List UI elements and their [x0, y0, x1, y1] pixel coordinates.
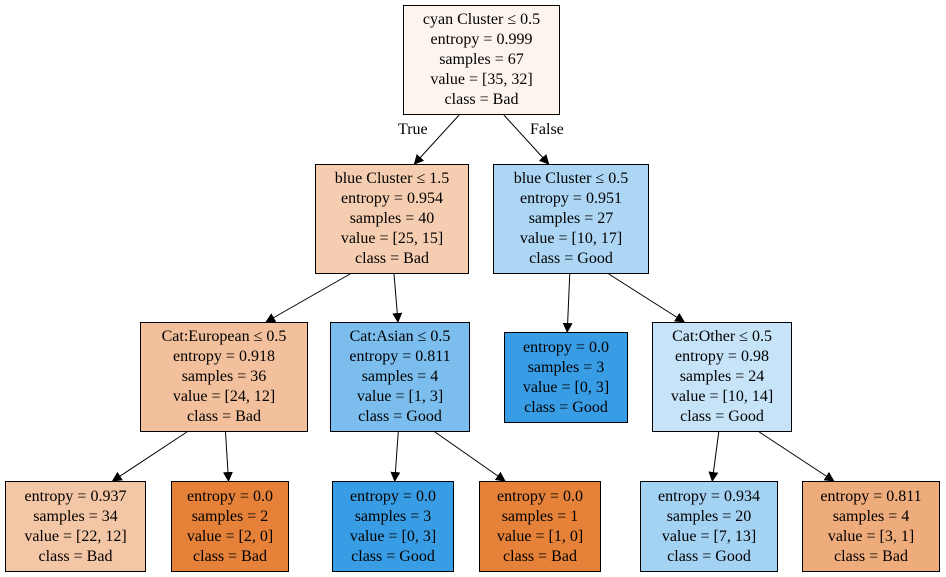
- tree-node-n5: entropy = 0.0 samples = 3 value = [0, 3] cl…: [504, 332, 628, 423]
- node-line: class = Bad: [834, 547, 908, 565]
- node-line: samples = 4: [361, 368, 439, 385]
- node-line: class = Bad: [38, 547, 113, 565]
- node-line: class = Good: [680, 408, 764, 425]
- node-line: value = [1, 0]: [496, 527, 584, 545]
- edge-n0-n1: [413, 114, 460, 165]
- node-line: value = [10, 17]: [519, 230, 623, 247]
- node-line: cyan Cluster ≤ 0.5: [422, 11, 541, 28]
- node-line: Cat:Asian ≤ 0.5: [349, 328, 451, 345]
- edge-n3-n7: [111, 431, 188, 482]
- node-line: class = Bad: [355, 250, 429, 267]
- node-line: value = [24, 12]: [172, 388, 276, 405]
- node-line: value = [1, 3]: [356, 388, 444, 405]
- node-line: Cat:European ≤ 0.5: [161, 328, 287, 345]
- node-line: blue Cluster ≤ 0.5: [513, 170, 629, 187]
- edge-n2-n6: [608, 273, 686, 323]
- tree-node-n4: Cat:Asian ≤ 0.5 entropy = 0.811 samples = …: [330, 322, 470, 432]
- node-line: samples = 34: [33, 507, 118, 525]
- node-line: entropy = 0.934: [658, 487, 760, 505]
- node-line: class = Good: [524, 398, 608, 416]
- tree-node-n8: entropy = 0.0 samples = 2 value = [2, 0] cl…: [171, 481, 289, 572]
- node-line: samples = 40: [349, 210, 435, 227]
- node-line: value = [10, 14]: [670, 388, 774, 405]
- node-line: entropy = 0.0: [497, 487, 583, 505]
- node-line: entropy = 0.951: [520, 190, 622, 207]
- node-line: entropy = 0.999: [430, 31, 533, 48]
- tree-node-n0: cyan Cluster ≤ 0.5 entropy = 0.999 samples…: [403, 5, 560, 115]
- node-line: value = [7, 13]: [661, 527, 757, 545]
- edge-n4-n9: [390, 431, 401, 482]
- edge-label-true: True: [398, 121, 428, 138]
- node-line: blue Cluster ≤ 1.5: [334, 170, 450, 187]
- node-line: samples = 1: [501, 507, 579, 525]
- node-line: class = Bad: [187, 408, 261, 425]
- edge-n6-n12: [758, 431, 835, 482]
- tree-node-n1: blue Cluster ≤ 1.5 entropy = 0.954 samples…: [315, 164, 469, 274]
- node-line: class = Good: [667, 547, 751, 565]
- node-line: entropy = 0.954: [341, 190, 443, 207]
- tree-node-n12: entropy = 0.811 samples = 4 value = [3, 1]…: [802, 481, 940, 572]
- node-line: class = Bad: [193, 547, 267, 565]
- edge-n6-n11: [708, 431, 720, 482]
- node-line: class = Bad: [444, 91, 519, 108]
- node-line: entropy = 0.937: [24, 487, 127, 505]
- node-line: value = [0, 3]: [522, 378, 610, 396]
- node-line: entropy = 0.811: [820, 487, 922, 505]
- node-line: samples = 3: [354, 507, 432, 525]
- node-line: value = [2, 0]: [186, 527, 274, 545]
- edge-n2-n5: [562, 273, 573, 333]
- node-line: entropy = 0.0: [350, 487, 436, 505]
- edge-label-false: False: [530, 121, 564, 138]
- edge-n0-n2: [503, 114, 550, 165]
- node-line: class = Bad: [503, 547, 577, 565]
- tree-node-n2: blue Cluster ≤ 0.5 entropy = 0.951 samples…: [493, 164, 649, 274]
- node-line: entropy = 0.811: [349, 348, 451, 365]
- node-line: value = [22, 12]: [24, 527, 127, 545]
- node-line: entropy = 0.98: [675, 348, 769, 365]
- edge-n3-n8: [222, 431, 233, 482]
- tree-node-n11: entropy = 0.934 samples = 20 value = [7, 1…: [640, 481, 778, 572]
- node-line: samples = 24: [679, 368, 765, 385]
- edge-n1-n3: [265, 273, 351, 323]
- node-line: samples = 27: [528, 210, 614, 227]
- tree-node-n6: Cat:Other ≤ 0.5 entropy = 0.98 samples = 2…: [652, 322, 792, 432]
- node-line: value = [25, 15]: [340, 230, 444, 247]
- node-line: entropy = 0.0: [187, 487, 273, 505]
- node-line: entropy = 0.918: [173, 348, 275, 365]
- node-line: samples = 3: [527, 358, 605, 376]
- node-line: class = Good: [351, 547, 435, 565]
- node-line: samples = 67: [439, 51, 524, 68]
- node-line: entropy = 0.0: [523, 338, 609, 356]
- node-line: Cat:Other ≤ 0.5: [672, 328, 772, 345]
- node-line: samples = 4: [832, 507, 910, 525]
- node-line: samples = 2: [191, 507, 269, 525]
- tree-node-n9: entropy = 0.0 samples = 3 value = [0, 3] cl…: [332, 481, 454, 572]
- node-line: samples = 20: [666, 507, 752, 525]
- node-line: class = Good: [529, 250, 613, 267]
- node-line: samples = 36: [181, 368, 267, 385]
- node-line: class = Good: [358, 408, 442, 425]
- tree-node-n10: entropy = 0.0 samples = 1 value = [1, 0] cl…: [479, 481, 601, 572]
- edge-n4-n10: [434, 431, 506, 482]
- node-line: value = [3, 1]: [827, 527, 915, 545]
- tree-node-n3: Cat:European ≤ 0.5 entropy = 0.918 samples…: [140, 322, 308, 432]
- node-line: value = [0, 3]: [349, 527, 437, 545]
- tree-node-n7: entropy = 0.937 samples = 34 value = [22, …: [5, 481, 146, 572]
- node-line: value = [35, 32]: [430, 71, 533, 88]
- edge-n1-n4: [392, 273, 403, 323]
